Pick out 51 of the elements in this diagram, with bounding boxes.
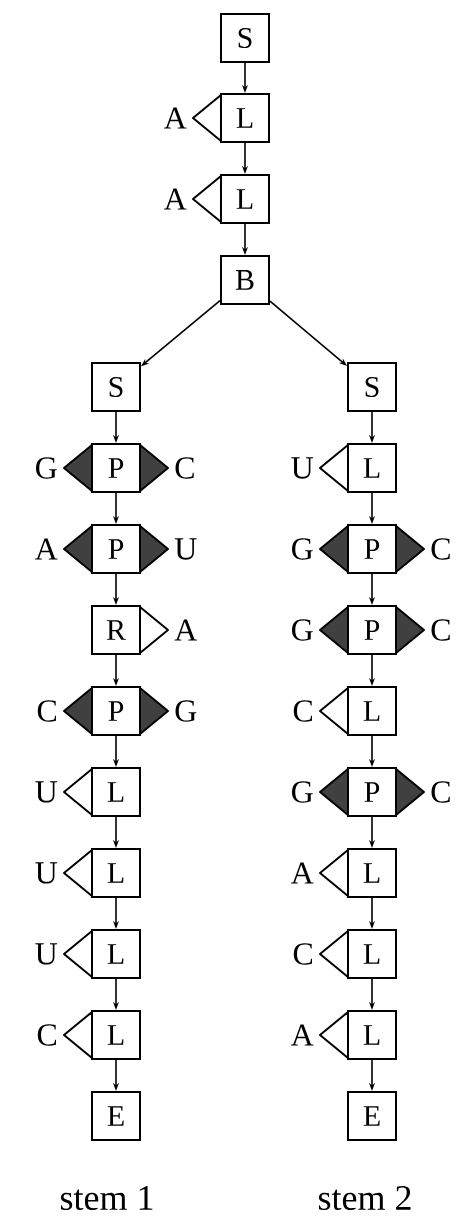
base-letter: A: [164, 107, 187, 129]
base-letter: G: [292, 538, 313, 560]
base-letter: G: [175, 700, 197, 722]
state-node: P: [319, 767, 425, 817]
state-node: L: [192, 93, 270, 143]
state-node: P: [63, 686, 169, 736]
arrow: [269, 300, 347, 366]
state-node: L: [192, 174, 270, 224]
state-node: L: [319, 1010, 397, 1060]
base-letter: A: [164, 188, 187, 210]
state-node: L: [319, 686, 397, 736]
base-letter: C: [37, 700, 57, 722]
state-node: L: [63, 767, 141, 817]
stem-label: stem 2: [318, 1185, 411, 1211]
state-node: R: [91, 605, 169, 655]
state-node: L: [63, 848, 141, 898]
base-letter: C: [293, 943, 312, 965]
state-node: P: [319, 605, 425, 655]
base-letter: G: [36, 457, 57, 479]
base-letter: A: [291, 862, 314, 884]
base-letter: A: [291, 1024, 314, 1046]
base-letter: G: [292, 619, 313, 641]
state-node: S: [220, 13, 270, 63]
state-node: L: [63, 929, 141, 979]
base-letter: U: [174, 538, 197, 560]
base-letter: C: [175, 457, 194, 479]
base-letter: A: [35, 538, 58, 560]
base-letter: C: [431, 538, 450, 560]
base-letter: A: [174, 619, 198, 641]
state-node: S: [347, 362, 397, 412]
state-node: P: [63, 443, 169, 493]
state-node: E: [91, 1091, 141, 1141]
base-letter: U: [35, 781, 58, 803]
base-letter: U: [291, 457, 314, 479]
base-letter: C: [431, 781, 450, 803]
state-node: L: [319, 848, 397, 898]
state-node: B: [220, 255, 270, 305]
state-node: L: [319, 929, 397, 979]
state-node: L: [63, 1010, 141, 1060]
base-letter: C: [37, 1024, 57, 1046]
state-node: E: [347, 1091, 397, 1141]
state-node: L: [319, 443, 397, 493]
base-letter: U: [35, 862, 58, 884]
base-letter: G: [292, 781, 313, 803]
base-letter: C: [293, 700, 312, 722]
stem-label: stem 1: [61, 1185, 153, 1211]
base-letter: C: [431, 619, 450, 641]
state-node: P: [319, 524, 425, 574]
state-node: S: [91, 362, 141, 412]
base-letter: U: [35, 943, 58, 965]
state-node: P: [63, 524, 169, 574]
